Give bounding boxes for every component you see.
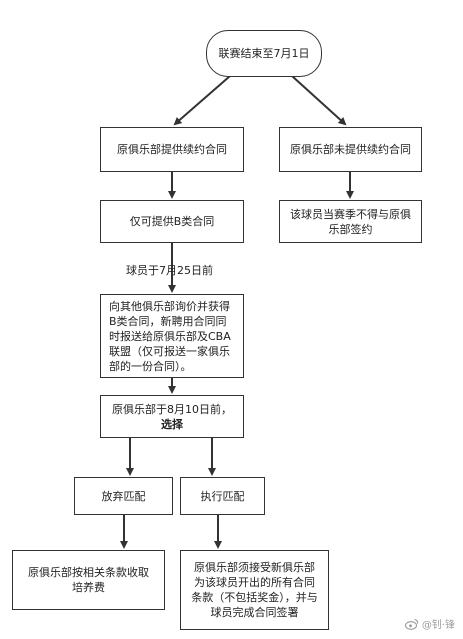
club-deadline-label: 原俱乐部于8月10日前， [112, 402, 232, 416]
club-choice-label: 选择 [161, 417, 183, 431]
accept-contract-node: 原俱乐部须接受新俱乐部为该球员开出的所有合同条款（不包括奖金），并与球员完成合同… [180, 550, 329, 630]
watermark: @钊·锋 [404, 616, 455, 631]
exercise-match-label: 执行匹配 [200, 489, 245, 503]
inquire-label: 向其他俱乐部询价并获得B类合同，新聘用合同同时报送给原俱乐部及CBA联盟（仅可报… [109, 299, 231, 373]
not-offered-node: 原俱乐部未提供续约合同 [279, 127, 422, 172]
not-offered-node-label: 原俱乐部未提供续约合同 [290, 143, 411, 156]
offered-node: 原俱乐部提供续约合同 [100, 127, 244, 172]
waive-match-label: 放弃匹配 [101, 489, 146, 503]
arrow-start-to-offered [173, 75, 231, 126]
only-b-contract-node: 仅可提供B类合同 [100, 200, 244, 243]
inquire-node: 向其他俱乐部询价并获得B类合同，新聘用合同同时报送给原俱乐部及CBA联盟（仅可报… [100, 294, 244, 378]
club-deadline-node: 原俱乐部于8月10日前， 选择 [100, 395, 244, 438]
arrow-start-to-not-offered [291, 75, 347, 126]
cannot-sign-label: 该球员当赛季不得与原俱乐部签约 [290, 207, 411, 236]
watermark-text: @钊·锋 [421, 620, 455, 631]
start-node-label: 联赛结束至7月1日 [218, 47, 310, 60]
waive-match-node: 放弃匹配 [74, 477, 173, 515]
start-node: 联赛结束至7月1日 [206, 30, 322, 77]
training-fee-node: 原俱乐部按相关条款收取培养费 [12, 550, 165, 610]
training-fee-label: 原俱乐部按相关条款收取培养费 [28, 566, 149, 594]
offered-node-label: 原俱乐部提供续约合同 [117, 143, 227, 156]
weibo-logo-icon [404, 618, 418, 630]
player-deadline-label: 球员于7月25日前 [126, 264, 213, 277]
only-b-contract-label: 仅可提供B类合同 [129, 215, 215, 228]
accept-contract-label: 原俱乐部须接受新俱乐部为该球员开出的所有合同条款（不包括奖金），并与球员完成合同… [191, 561, 318, 619]
exercise-match-node: 执行匹配 [180, 477, 265, 515]
cannot-sign-node: 该球员当赛季不得与原俱乐部签约 [279, 200, 422, 243]
